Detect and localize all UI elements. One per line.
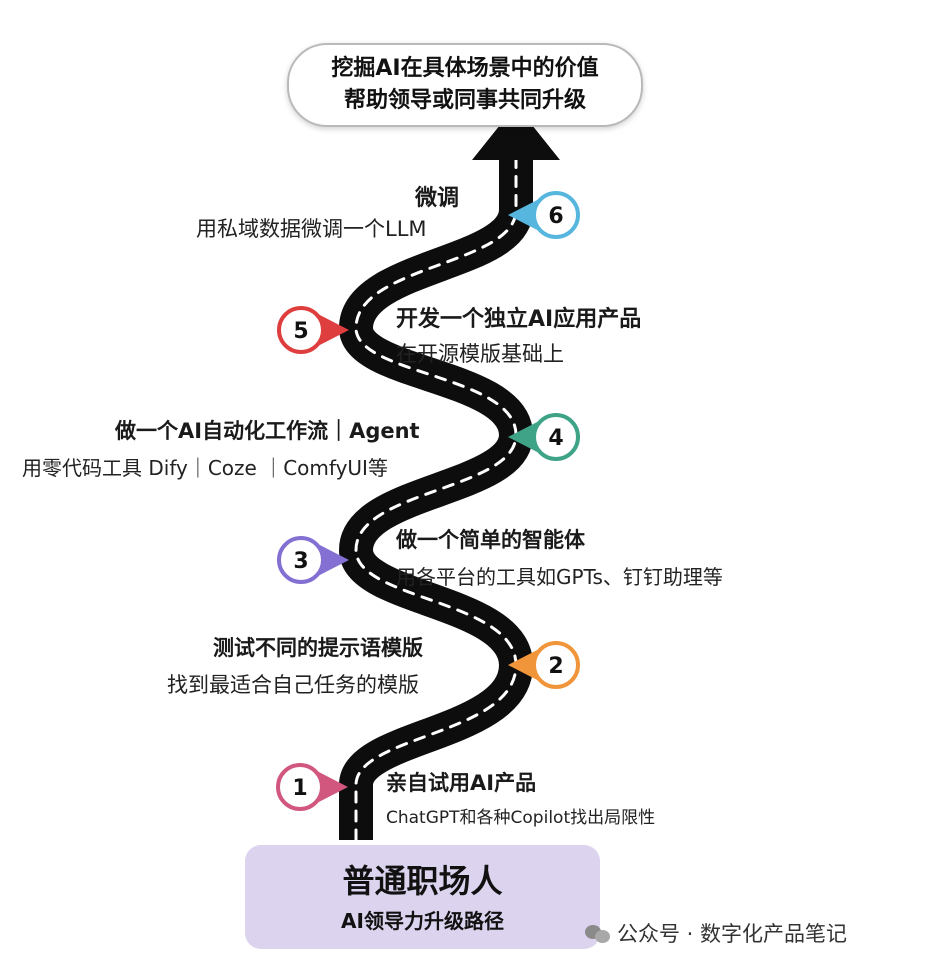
step-1-desc: ChatGPT和各种Copilot找出局限性: [386, 808, 656, 828]
step-4-title: 做一个AI自动化工作流｜Agent: [115, 419, 420, 443]
step-6-desc: 用私域数据微调一个LLM: [196, 217, 427, 241]
step-4-pin: [532, 413, 580, 461]
start-box: 普通职场人 AI领导力升级路径: [245, 845, 600, 949]
step-5-pin: [277, 306, 325, 354]
step-4-desc: 用零代码工具 Dify｜Coze ｜ComfyUI等: [22, 456, 388, 480]
step-3-title: 做一个简单的智能体: [396, 528, 585, 552]
step-2-pin: [532, 641, 580, 689]
step-1-title: 亲自试用AI产品: [386, 771, 537, 795]
road-arrow: [472, 105, 560, 160]
step-1-pin: [276, 763, 324, 811]
step-5-number: 5: [293, 319, 308, 344]
step-3-desc: 用各平台的工具如GPTs、钉钉助理等: [396, 565, 723, 589]
step-3-pin: [277, 536, 325, 584]
watermark-text: 公众号 · 数字化产品笔记: [617, 922, 848, 946]
step-2-number: 2: [548, 654, 563, 679]
start-subtitle: AI领导力升级路径: [341, 909, 504, 933]
start-title: 普通职场人: [342, 862, 503, 900]
step-6-title: 微调: [415, 186, 460, 211]
step-3-number: 3: [293, 549, 308, 574]
step-5-title: 开发一个独立AI应用产品: [396, 307, 642, 332]
step-4-number: 4: [548, 426, 563, 451]
goal-line-2: 帮助领导或同事共同升级: [343, 88, 586, 113]
goal-box: 挖掘AI在具体场景中的价值 帮助领导或同事共同升级: [287, 43, 643, 127]
goal-line-1: 挖掘AI在具体场景中的价值: [331, 56, 599, 81]
step-6-number: 6: [548, 204, 563, 229]
road-body: [338, 160, 534, 840]
step-1-number: 1: [292, 776, 307, 801]
step-5-desc: 在开源模版基础上: [396, 342, 564, 366]
step-6-pin: [532, 191, 580, 239]
wechat-icon: [585, 923, 611, 943]
step-2-desc: 找到最适合自己任务的模版: [167, 673, 419, 697]
step-2-title: 测试不同的提示语模版: [213, 636, 423, 660]
road-dashes: [354, 158, 518, 842]
watermark: 公众号 · 数字化产品笔记: [585, 918, 847, 948]
